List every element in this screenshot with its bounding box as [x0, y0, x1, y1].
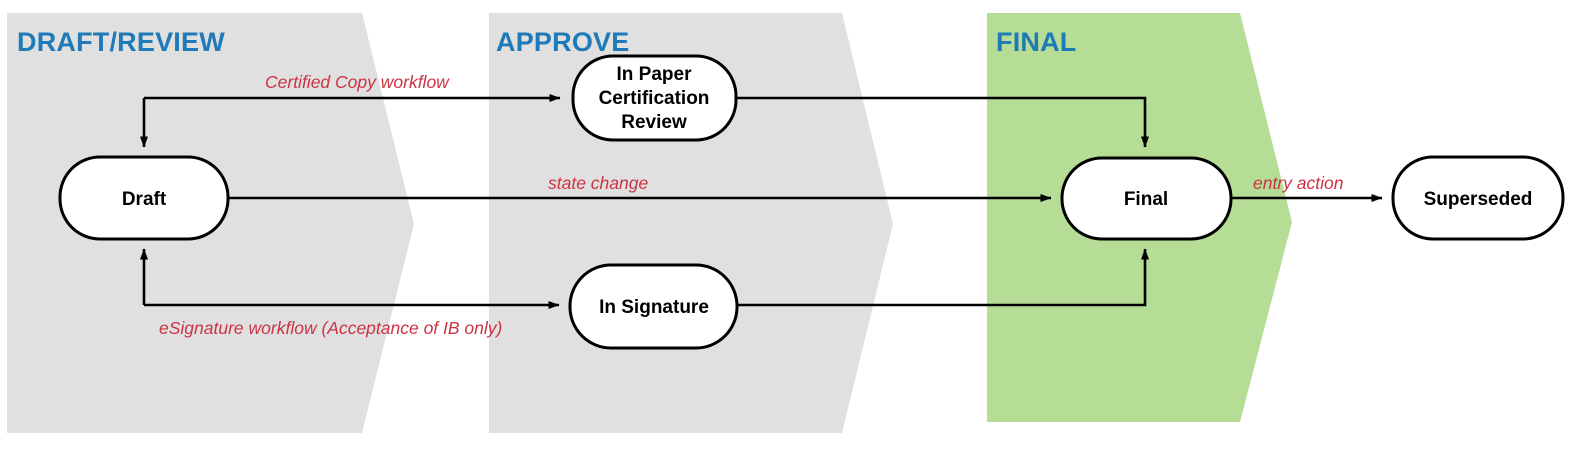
transition-label-esignature-workflow: eSignature workflow (Acceptance of IB on… [159, 318, 502, 338]
state-node-in-signature-label: In Signature [599, 297, 709, 318]
phase-heading-approve: APPROVE [496, 27, 629, 57]
transition-in-signature-to-final [737, 248, 1149, 307]
state-node-final-shape [1060, 156, 1233, 241]
state-node-draft-shape [58, 155, 230, 241]
state-node-in-signature-shape [568, 263, 739, 350]
transitions [140, 94, 1383, 309]
state-node-draft-label: Draft [122, 189, 167, 210]
transition-label-state-change: state change [548, 173, 648, 193]
state-node-superseded-shape [1391, 155, 1565, 241]
state-node-in-paper-certification-review-shape [571, 54, 738, 142]
transition-labels: Certified Copy workflow state change eSi… [159, 72, 1343, 338]
state-node-final[interactable]: Final [1060, 156, 1233, 241]
phase-heading-final: FINAL [996, 27, 1076, 57]
state-node-in-paper-certification-review-label-line1: In Paper [617, 64, 693, 85]
transition-paper-certification-to-final [736, 96, 1149, 148]
transition-label-certified-copy-workflow: Certified Copy workflow [265, 72, 450, 92]
state-node-final-label: Final [1124, 189, 1168, 210]
state-node-draft[interactable]: Draft [58, 155, 230, 241]
state-node-in-paper-certification-review-label-line2: Certification [599, 88, 710, 109]
state-node-in-signature[interactable]: In Signature [568, 263, 739, 350]
transition-label-entry-action: entry action [1253, 173, 1343, 193]
phase-heading-draft-review: DRAFT/REVIEW [17, 27, 225, 57]
state-node-in-paper-certification-review-label-line3: Review [621, 112, 687, 133]
phase-headings: DRAFT/REVIEW APPROVE FINAL [17, 27, 1076, 57]
state-node-in-paper-certification-review[interactable]: In Paper Certification Review [571, 54, 738, 142]
state-node-superseded[interactable]: Superseded [1391, 155, 1565, 241]
state-nodes: Draft In Paper Certification Review In S… [58, 54, 1565, 350]
state-node-superseded-label: Superseded [1424, 189, 1533, 210]
